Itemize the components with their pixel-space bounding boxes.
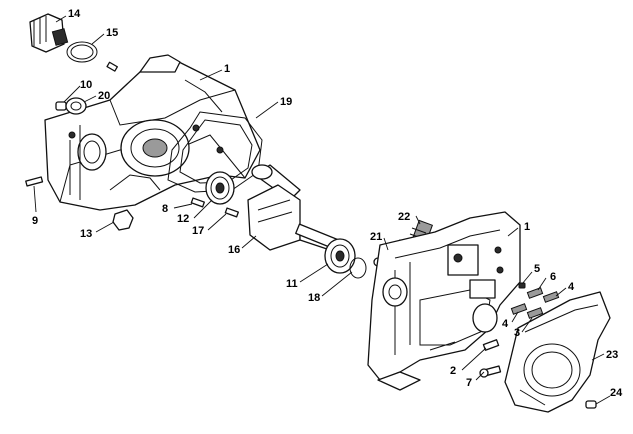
callout-16: 16 — [228, 244, 240, 256]
part-2-screw — [482, 339, 500, 351]
part-18-washer — [349, 257, 367, 279]
part-13-plug — [112, 209, 134, 231]
part-1-housing-right — [367, 211, 521, 391]
part-3-stud — [526, 307, 544, 319]
callout-10: 10 — [80, 79, 92, 91]
part-4a-stud — [542, 291, 560, 303]
callout-3: 3 — [514, 327, 520, 339]
callout-labels: 14 15 1 10 20 19 9 8 12 17 13 16 22 21 1… — [32, 8, 623, 399]
part-7-screw — [479, 365, 502, 378]
callout-20: 20 — [98, 90, 110, 102]
leader-lines — [33, 15, 611, 405]
part-15-o-ring — [66, 41, 98, 63]
callout-21: 21 — [370, 231, 382, 243]
part-24-screw — [585, 400, 597, 409]
callout-22: 22 — [398, 211, 410, 223]
part-20-seal — [65, 97, 87, 115]
callout-8: 8 — [162, 203, 168, 215]
callout-18: 18 — [308, 292, 320, 304]
callout-19: 19 — [280, 96, 292, 108]
part-1-crankcase-left — [44, 54, 261, 211]
part-9-pin — [25, 176, 44, 187]
part-16-crankshaft — [247, 164, 342, 251]
callout-13: 13 — [80, 228, 92, 240]
part-23-cover — [504, 291, 611, 413]
callout-24: 24 — [610, 387, 623, 399]
callout-4-lower: 4 — [502, 318, 509, 330]
callout-11: 11 — [286, 278, 298, 290]
callout-15: 15 — [106, 27, 118, 39]
callout-9: 9 — [32, 215, 38, 227]
callout-2: 2 — [450, 365, 456, 377]
part-11-bearing — [324, 238, 356, 274]
part-12-bearing — [205, 171, 235, 205]
callout-1-right: 1 — [524, 221, 530, 233]
callout-6: 6 — [550, 271, 556, 283]
part-4b-stud — [510, 303, 528, 315]
part-17-dowel — [224, 207, 239, 218]
callout-12: 12 — [177, 213, 189, 225]
callout-4-upper: 4 — [568, 281, 575, 293]
callout-1-left: 1 — [224, 63, 230, 75]
callout-5: 5 — [534, 263, 540, 275]
part-6-stud — [526, 287, 544, 299]
part-5-pin — [518, 282, 526, 289]
part-14-fitting — [29, 13, 69, 53]
part-8-dowel — [190, 197, 205, 208]
callout-23: 23 — [606, 349, 618, 361]
callout-14: 14 — [68, 8, 81, 20]
part-small-screw-upper — [106, 61, 118, 72]
callout-17: 17 — [192, 225, 204, 237]
part-10-plug — [55, 101, 67, 111]
callout-7: 7 — [466, 377, 472, 389]
